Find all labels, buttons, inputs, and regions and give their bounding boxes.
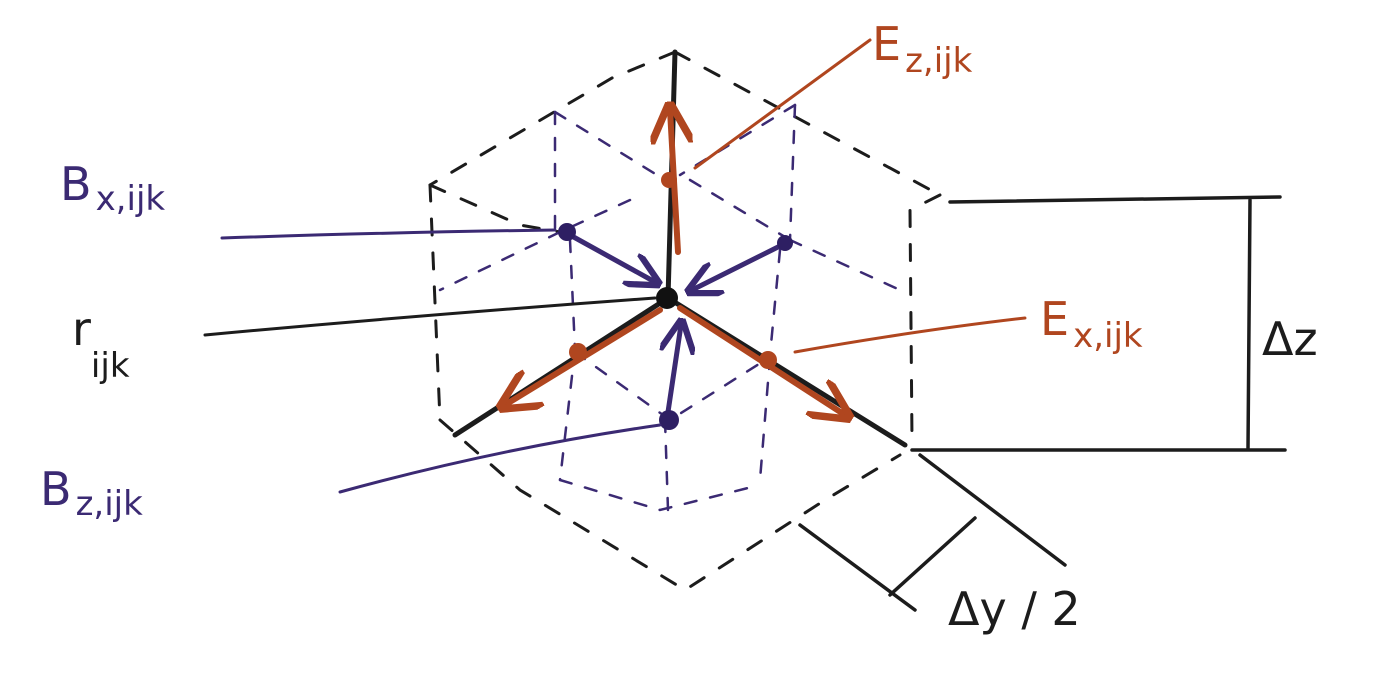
e-z-node [661,172,677,188]
b-z-arrow [668,325,681,415]
e-x-leader [793,316,1027,354]
leader-lines [203,38,1027,494]
e-z-leader [693,38,872,170]
delta-z-bracket [910,195,1287,452]
e-x-node-left [569,343,587,361]
outer-cell-dashed [428,50,942,592]
b-x-arrow-left [567,232,655,282]
delta-y-bracket [798,453,1067,612]
delta-z-label: Δz [1262,312,1318,366]
delta-y-half-label: Δy / 2 [948,582,1081,636]
e-x-node-right [759,351,777,369]
b-x-node-left [558,223,576,241]
b-x-node-right [777,235,793,251]
b-z-leader [338,423,662,494]
r-label: rijk [72,302,130,386]
b-x-leader [220,228,557,240]
b-z-node [659,410,679,430]
r-leader [203,296,657,337]
r-ijk-node [656,287,678,309]
b-x-arrow-right [692,242,785,290]
b-field-arrows [567,232,785,415]
